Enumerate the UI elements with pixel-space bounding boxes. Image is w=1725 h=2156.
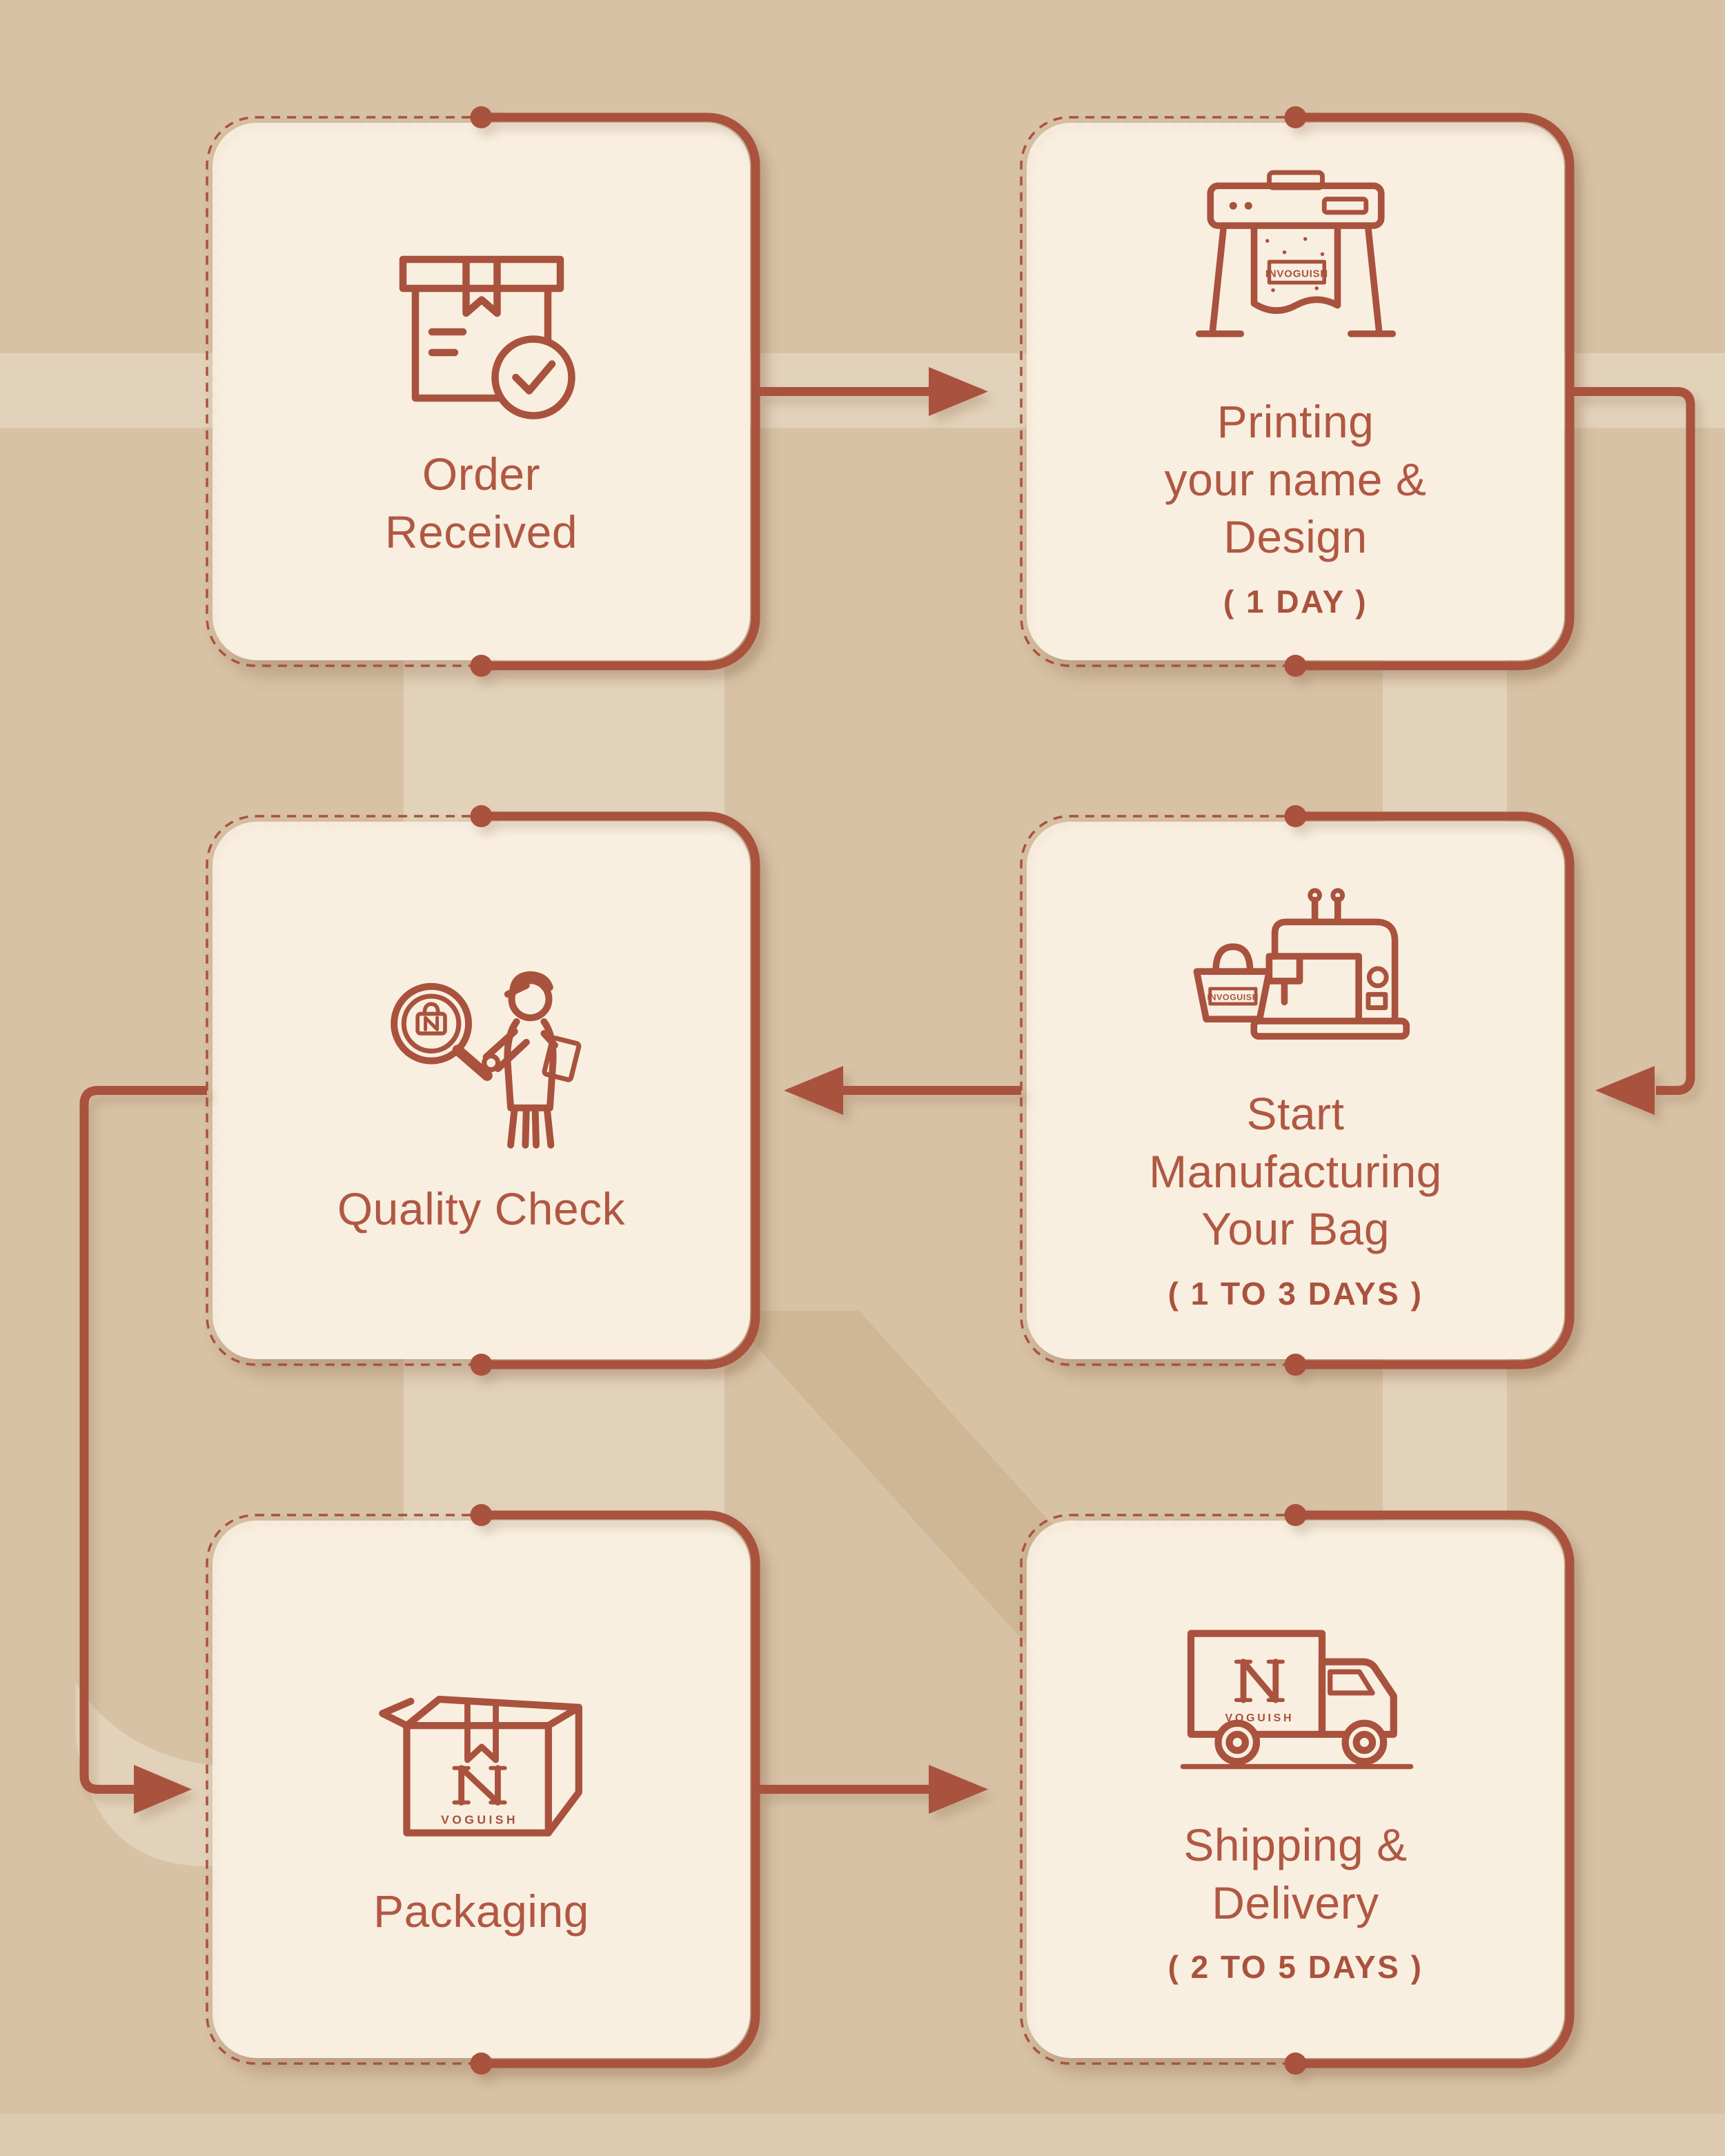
step-title: Order Received — [384, 448, 578, 557]
package-received-icon — [399, 255, 575, 419]
sewing-machine-icon: INVOGUISH — [1193, 888, 1410, 1040]
step-icon-wrap: VOGUISH — [360, 1639, 603, 1866]
step-title: Quality Check — [337, 1183, 626, 1234]
step-icon-wrap: INVOGUISH — [1182, 163, 1410, 377]
bag-tag-label: INVOGUISH — [1207, 992, 1259, 1002]
quality-check-icon — [391, 971, 582, 1149]
step-card-printing: INVOGUISH Printing your name & Design ( … — [1027, 123, 1564, 660]
step-title: Packaging — [373, 1885, 589, 1937]
step-title: Printing your name & Design — [1164, 395, 1427, 563]
printer-icon: INVOGUISH — [1195, 170, 1396, 337]
step-title: Start Manufacturing Your Bag — [1149, 1087, 1442, 1255]
step-card-manufacturing: INVOGUISH Start Manufacturing Your Bag (… — [1027, 822, 1564, 1359]
packaging-box-icon: VOGUISH — [378, 1695, 582, 1837]
step-duration: ( 1 TO 3 DAYS ) — [1167, 1276, 1423, 1312]
step-icon-wrap: INVOGUISH — [1172, 869, 1420, 1069]
step-title: Shipping & Delivery — [1183, 1819, 1408, 1928]
step-duration: ( 2 TO 5 DAYS ) — [1167, 1949, 1423, 1986]
step-duration: ( 1 DAY ) — [1223, 584, 1368, 620]
box-brand-label: VOGUISH — [441, 1812, 518, 1826]
delivery-truck-icon: VOGUISH — [1180, 1630, 1413, 1769]
step-icon-wrap — [368, 222, 595, 429]
step-icon-wrap: VOGUISH — [1165, 1593, 1427, 1800]
step-card-order-received: Order Received — [213, 123, 750, 660]
step-icon-wrap — [359, 943, 604, 1164]
printed-sheet-label: INVOGUISH — [1265, 268, 1328, 279]
step-card-shipping: VOGUISH Shipping & Delivery ( 2 TO 5 DAY… — [1027, 1521, 1564, 2058]
step-card-quality-check: Quality Check — [213, 822, 750, 1359]
step-card-packaging: VOGUISH Packaging — [213, 1521, 750, 2058]
